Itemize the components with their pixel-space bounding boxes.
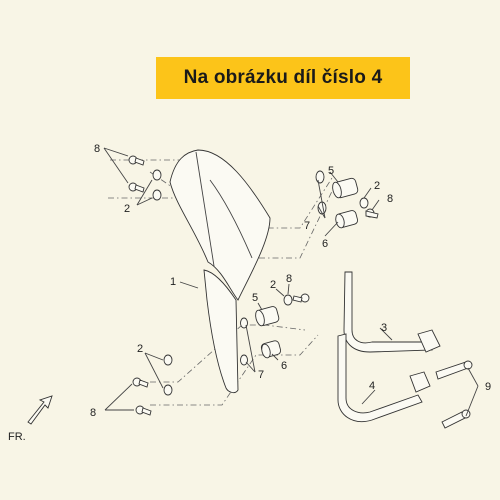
label-2-upper-right: 2 (374, 180, 380, 192)
label-3: 3 (381, 322, 387, 334)
label-7-lower: 7 (258, 369, 264, 381)
label-4: 4 (369, 380, 375, 392)
label-7-upper: 7 (304, 220, 310, 232)
banner-text: Na obrázku díl číslo 4 (183, 67, 383, 88)
label-2-top-left: 2 (124, 203, 130, 215)
label-2-middle: 2 (270, 279, 276, 291)
leader-lines (103, 147, 479, 417)
label-6-lower: 6 (281, 360, 287, 372)
label-8-upper-right: 8 (387, 193, 393, 205)
windshield-part-1 (169, 149, 271, 394)
label-8-bottom-left: 8 (90, 407, 96, 419)
bracket-part-4 (337, 333, 431, 422)
front-label: FR. (8, 431, 26, 443)
spacers-lower (255, 306, 282, 359)
washers (152, 169, 369, 396)
screws-part-8 (128, 155, 379, 416)
part-number-banner: Na obrázku díl číslo 4 (156, 57, 410, 99)
label-2-lower-left: 2 (137, 343, 143, 355)
label-1: 1 (170, 276, 176, 288)
label-8-top-left: 8 (94, 143, 100, 155)
label-6-upper: 6 (322, 238, 328, 250)
label-5-upper: 5 (328, 165, 334, 177)
front-arrow-icon (27, 395, 53, 425)
spacers-upper (332, 177, 359, 229)
bolts-part-9 (435, 360, 473, 429)
label-9: 9 (485, 381, 491, 393)
label-8-middle: 8 (286, 273, 292, 285)
part-labels: 8 2 1 5 2 8 7 6 8 2 5 3 2 7 6 4 9 8 FR. (8, 143, 491, 443)
label-5-lower: 5 (252, 292, 258, 304)
